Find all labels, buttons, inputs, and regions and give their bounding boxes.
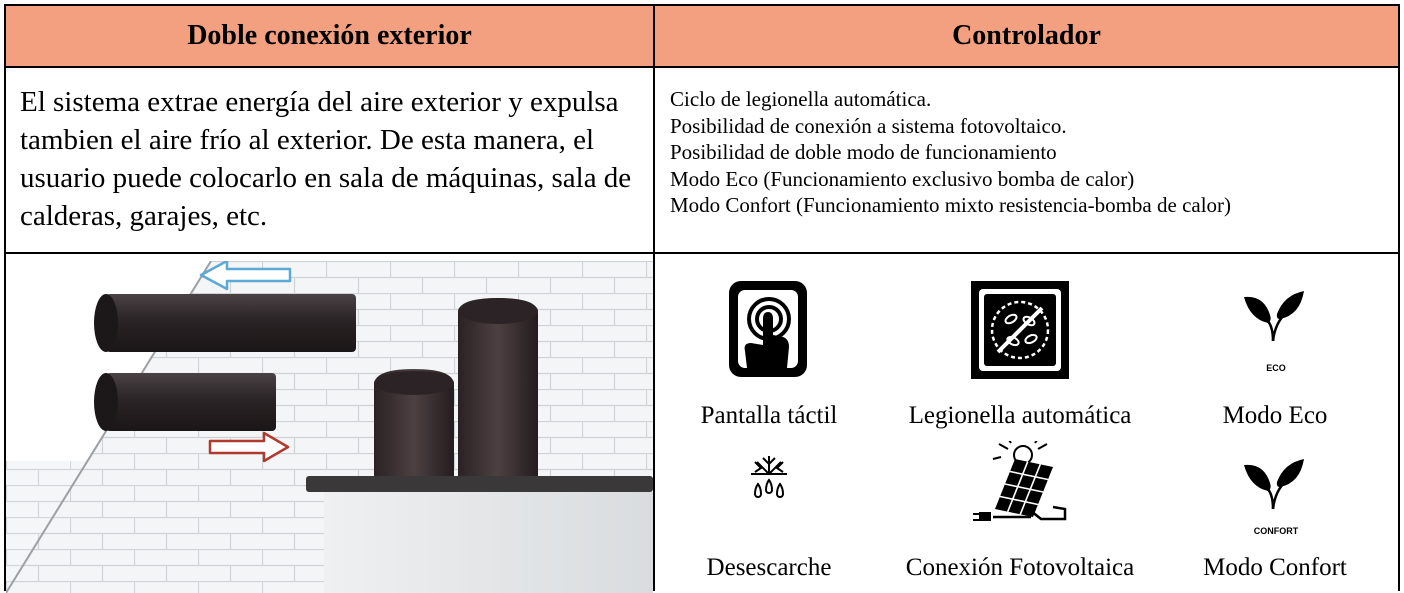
exterior-connection-description: El sistema extrae energía del aire exter… <box>20 86 632 232</box>
header-controlador: Controlador <box>655 6 1398 66</box>
feature-item: Modo Eco (Funcionamiento exclusivo bomba… <box>670 166 1135 191</box>
row-divider-2 <box>6 252 1398 254</box>
solar-panel-icon <box>973 441 1067 521</box>
eco-leaf-icon <box>1244 291 1304 342</box>
column-divider <box>653 6 655 591</box>
eco-badge: ECO <box>1266 363 1286 373</box>
table-grid: Doble conexión exterior Controlador El s… <box>4 4 1400 593</box>
feature-item: Posibilidad de doble modo de funcionamie… <box>670 140 1057 164</box>
caption-conexion-fotovoltaica: Conexión Fotovoltaica <box>905 554 1135 581</box>
caption-modo-confort: Modo Confort <box>1203 554 1347 581</box>
caption-pantalla-tactil: Pantalla táctil <box>700 402 838 429</box>
touch-screen-icon <box>729 281 807 377</box>
controller-feature-list: Ciclo de legionella automática. Posibili… <box>670 86 1396 219</box>
feature-item: Ciclo de legionella automática. <box>670 87 932 111</box>
caption-desescarche: Desescarche <box>706 554 832 581</box>
controller-icons-panel: ECO Pantalla táctil Legionella automátic… <box>655 261 1398 593</box>
row-divider-1 <box>6 66 1398 68</box>
caption-legionella: Legionella automática <box>908 402 1132 429</box>
double-duct-illustration <box>6 261 653 593</box>
legionella-icon <box>971 281 1069 379</box>
defrost-icon <box>751 456 787 498</box>
header-doble-conexion: Doble conexión exterior <box>6 6 653 66</box>
feature-item: Modo Confort (Funcionamiento mixto resis… <box>670 193 1232 217</box>
confort-badge: CONFORT <box>1253 526 1299 536</box>
confort-leaf-icon <box>1244 459 1304 510</box>
caption-modo-eco: Modo Eco <box>1222 402 1328 429</box>
feature-item: Posibilidad de conexión a sistema fotovo… <box>670 113 1067 138</box>
